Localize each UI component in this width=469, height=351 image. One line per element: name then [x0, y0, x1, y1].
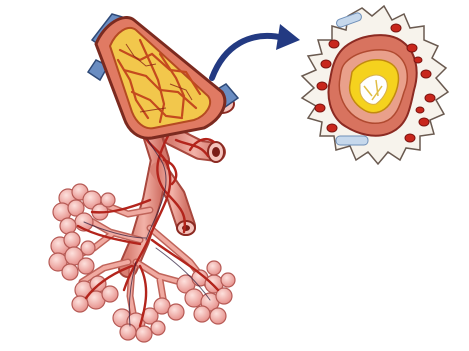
airway-cross-section-inset: [302, 6, 448, 164]
magnify-arrow: [212, 24, 300, 78]
